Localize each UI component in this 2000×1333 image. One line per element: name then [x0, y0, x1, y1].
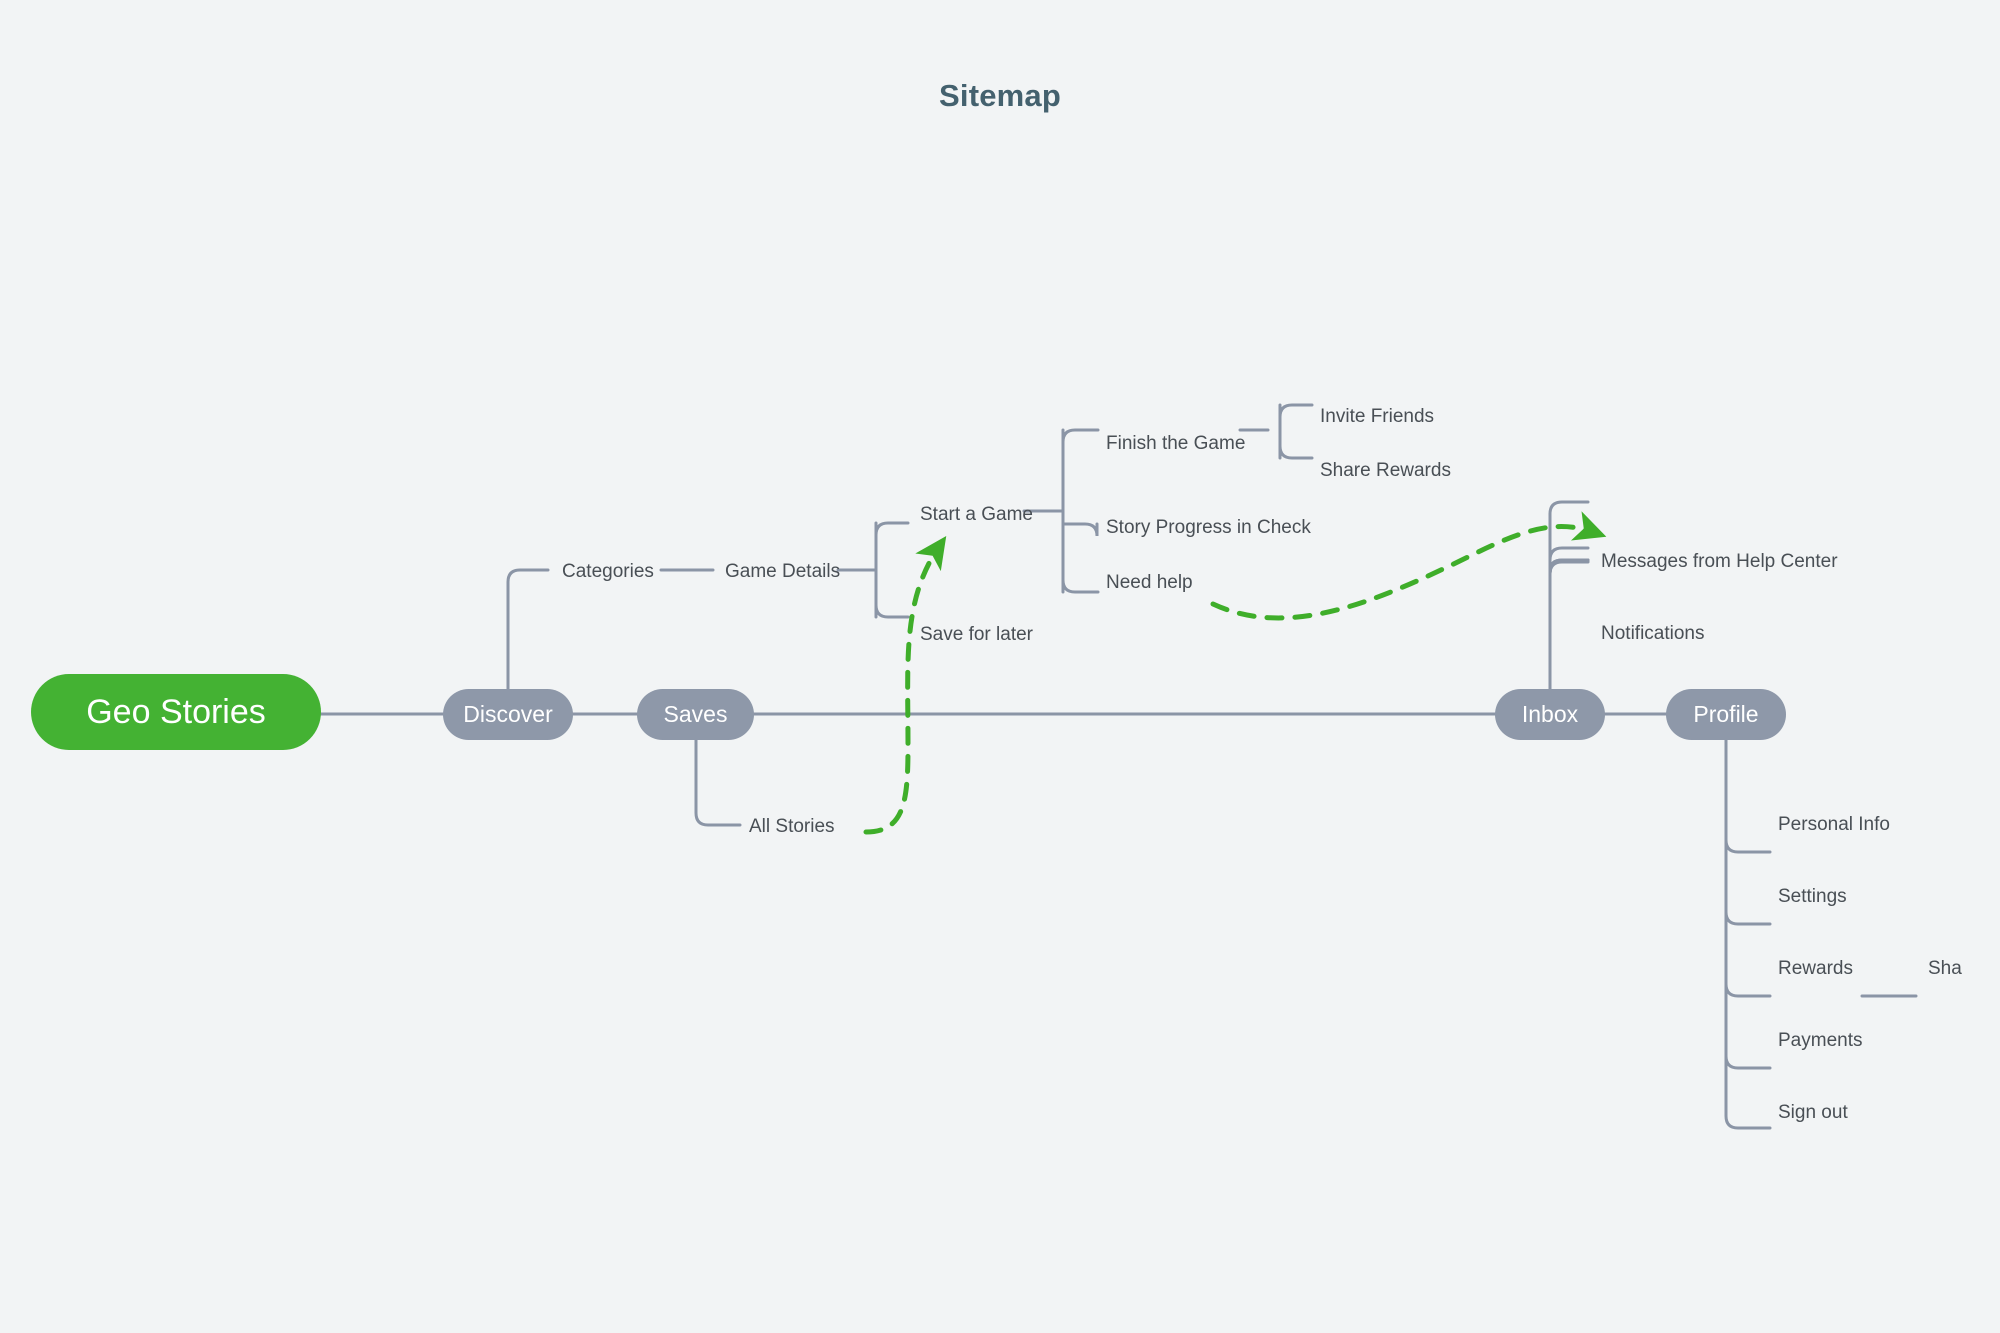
connector-inbox-notifications-line [1548, 558, 1590, 574]
connector-inbox-notifications-b [1548, 560, 1590, 576]
leaf-game-details[interactable]: Game Details [725, 561, 841, 582]
section-node-profile[interactable]: Profile [1666, 689, 1786, 740]
connector-inbox-notifications [1548, 559, 1590, 575]
connector-discover-categories [506, 568, 550, 691]
section-node-inbox[interactable]: Inbox [1495, 689, 1605, 740]
root-node-label: Geo Stories [86, 692, 266, 731]
leaf-messages-from-help-center[interactable]: Messages from Help Center [1601, 551, 1838, 572]
connector-bracket-to-story [1061, 522, 1099, 537]
leaf-rewards[interactable]: Rewards [1778, 958, 1853, 979]
connector-lines [319, 403, 1918, 1130]
leaf-all-stories[interactable]: All Stories [749, 816, 835, 837]
leaf-notifications[interactable]: Notifications [1601, 623, 1705, 644]
section-node-label: Saves [663, 701, 728, 727]
connector-inbox-notifications-branch [1548, 559, 1590, 575]
leaf-invite-friends[interactable]: Invite Friends [1320, 406, 1435, 427]
section-node-label: Profile [1693, 701, 1759, 727]
connector-inbox-to-notifications-3 [1548, 559, 1590, 575]
connector-bracket-to-sharerewards [1278, 444, 1314, 460]
connector-profile-settings [1724, 910, 1772, 926]
root-node-geo-stories[interactable]: Geo Stories [31, 674, 321, 750]
leaf-need-help[interactable]: Need help [1106, 572, 1193, 593]
leaf-sign-out[interactable]: Sign out [1778, 1102, 1848, 1123]
section-node-label: Inbox [1521, 701, 1579, 727]
connector-inbox-to-messages [1548, 500, 1590, 516]
leaf-payments[interactable]: Payments [1778, 1030, 1863, 1051]
connector-bracket-to-saveforlater [874, 603, 910, 619]
page-title: Sitemap [939, 78, 1061, 113]
connector-profile-rewards [1724, 982, 1772, 998]
leaf-start-a-game[interactable]: Start a Game [920, 504, 1033, 525]
flow-needhelp-to-messages [1210, 511, 1607, 621]
flow-arrows [863, 511, 1607, 835]
connector-inbox-to-notifications [1548, 559, 1590, 575]
connector-bracket-to-invitefriends [1278, 403, 1314, 419]
connector-saves-allstories [694, 738, 742, 827]
connector-profile-personalinfo [1724, 838, 1772, 854]
section-node-label: Discover [463, 701, 553, 727]
leaf-personal-info[interactable]: Personal Info [1778, 814, 1890, 835]
connector-profile-signout [1724, 738, 1772, 1130]
connector-inbox-notif [1548, 559, 1590, 575]
section-node-saves[interactable]: Saves [637, 689, 754, 740]
connector-inbox-notifications-final [1548, 558, 1590, 574]
connector-profile-payments [1724, 1054, 1772, 1070]
leaf-story-progress-in-check[interactable]: Story Progress in Check [1106, 517, 1311, 538]
connector-bracket-to-needhelp [1061, 578, 1100, 594]
leaf-categories[interactable]: Categories [562, 561, 654, 582]
leaf-rewards-child[interactable]: Sha [1928, 958, 1962, 979]
leaf-share-rewards[interactable]: Share Rewards [1320, 460, 1451, 481]
leaf-settings[interactable]: Settings [1778, 886, 1847, 907]
connector-bracket-to-startagame [874, 521, 910, 537]
flow-allstories-to-startagame [863, 535, 947, 835]
leaf-save-for-later[interactable]: Save for later [920, 624, 1033, 645]
section-node-discover[interactable]: Discover [443, 689, 573, 740]
connector-bracket-to-finish [1061, 428, 1100, 444]
leaf-finish-the-game[interactable]: Finish the Game [1106, 433, 1246, 454]
connector-inbox-to-notifications-2 [1548, 559, 1590, 575]
connector-inbox-notifications-real [1548, 546, 1590, 562]
